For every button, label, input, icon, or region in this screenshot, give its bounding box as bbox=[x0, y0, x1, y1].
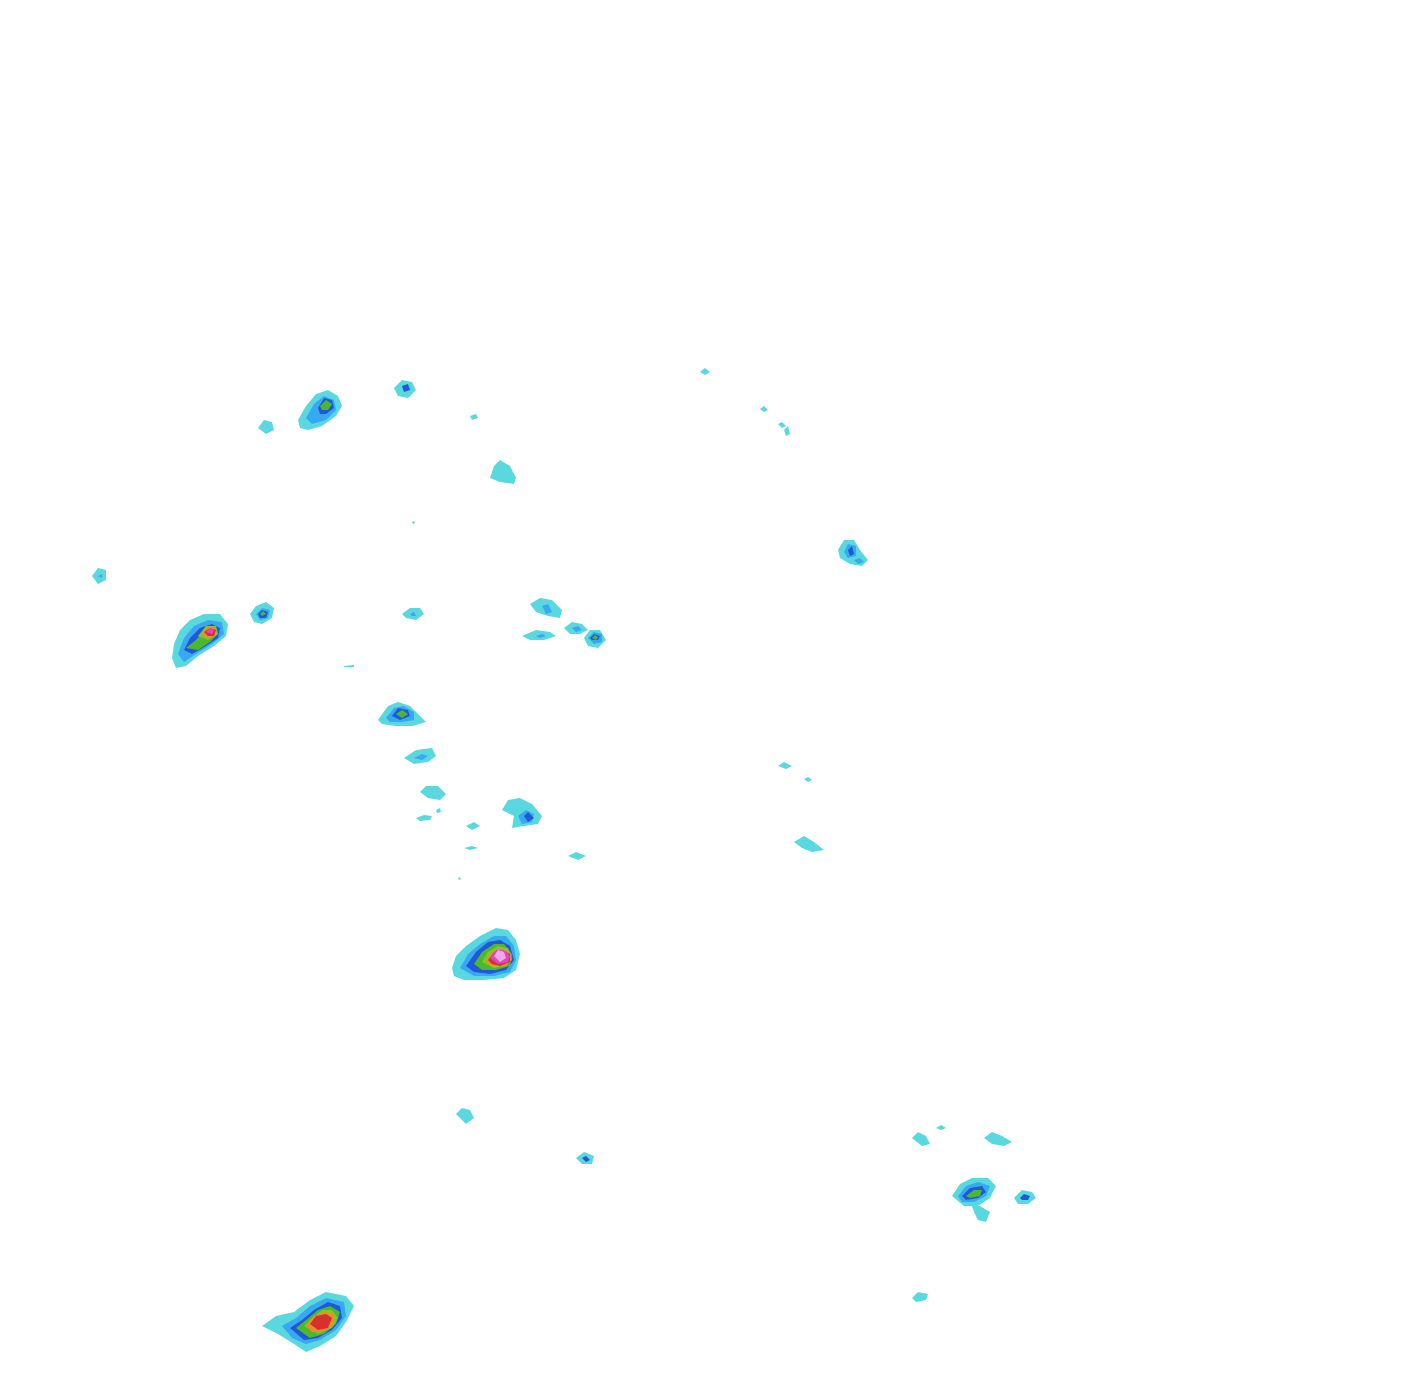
precip-cell-i bbox=[778, 422, 786, 428]
precip-cell-y bbox=[466, 822, 480, 830]
precip-cell-w bbox=[416, 815, 432, 821]
precip-cell-r bbox=[564, 622, 588, 634]
precip-cell-kk bbox=[984, 1132, 1012, 1146]
precip-cell-u bbox=[404, 748, 436, 764]
precip-cell-hh bbox=[576, 1152, 594, 1164]
precip-cell-aa bbox=[458, 877, 461, 880]
precip-cell-l bbox=[92, 568, 106, 584]
precip-cell-bb bbox=[502, 798, 542, 828]
precip-cell-ii bbox=[912, 1132, 930, 1146]
precip-cell-a bbox=[298, 390, 342, 430]
precip-cell-m bbox=[250, 602, 274, 624]
precip-cell-s bbox=[584, 630, 606, 648]
precip-cell-n bbox=[402, 608, 424, 620]
precip-cell-ll bbox=[952, 1178, 996, 1222]
precip-cell-b bbox=[394, 380, 416, 398]
precip-cell-dd bbox=[778, 762, 792, 769]
precip-cell-ee bbox=[804, 777, 812, 782]
precip-cell-strong-west bbox=[172, 614, 228, 668]
precip-cell-jj bbox=[936, 1125, 946, 1130]
precip-cell-h bbox=[760, 406, 768, 412]
precip-cell-q bbox=[522, 630, 556, 640]
precip-cell-mm bbox=[1014, 1190, 1036, 1204]
precip-cell-v bbox=[420, 786, 446, 800]
precip-cell-d bbox=[470, 414, 478, 420]
precip-cell-f bbox=[412, 521, 415, 524]
precip-cell-ff bbox=[794, 836, 824, 852]
precip-cell-cc bbox=[568, 852, 586, 860]
precip-cell-strong-central bbox=[452, 928, 520, 980]
precip-cell-z bbox=[464, 846, 478, 850]
precip-cell-j bbox=[784, 426, 790, 436]
precip-cell-e bbox=[490, 460, 516, 484]
precip-cell-c bbox=[258, 420, 274, 434]
precip-cell-p bbox=[530, 598, 562, 618]
precip-cell-nn bbox=[912, 1292, 928, 1302]
precip-cell-x bbox=[436, 808, 441, 813]
precip-cell-g bbox=[700, 368, 710, 375]
precip-cell-strong-south bbox=[262, 1292, 354, 1352]
precip-cell-t bbox=[378, 702, 426, 726]
precip-cell-gg bbox=[456, 1108, 474, 1124]
precip-cell-k bbox=[838, 540, 868, 566]
precip-cell-o bbox=[344, 665, 354, 667]
